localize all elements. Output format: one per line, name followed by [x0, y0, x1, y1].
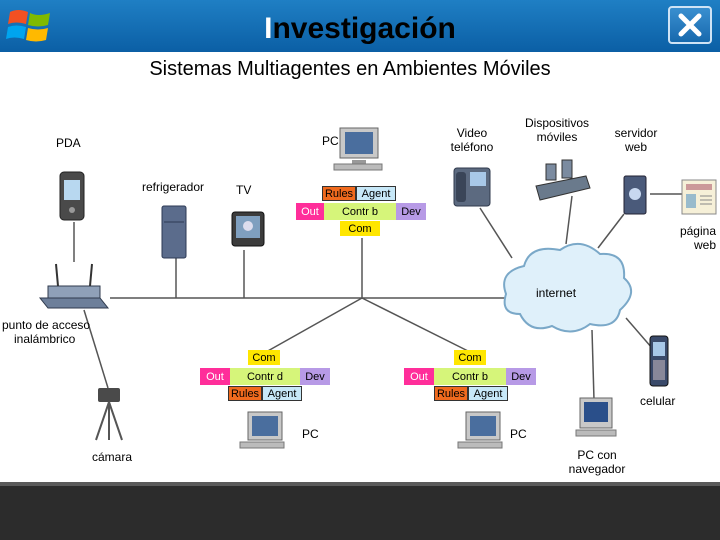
agent-right-out: Out [404, 368, 434, 385]
internet-label: internet [536, 286, 577, 300]
diagram-subtitle: Sistemas Multiagentes en Ambientes Móvil… [149, 58, 551, 80]
agent-left-com: Com [248, 350, 280, 365]
agent-block-top: Rules Agent Out Contr b Dev Com [296, 186, 428, 238]
agent-block-right: Com Out Contr b Dev Rules Agent [404, 350, 538, 404]
pc-left-icon [239, 411, 285, 449]
refrigerator-label: refrigerador [142, 180, 205, 194]
access-point-label-line1: punto de acceso [2, 318, 91, 332]
mobile-devices-label: Dispositivos móviles [516, 116, 598, 144]
web-page-label-line2: web [693, 238, 716, 252]
pc-top-icon [333, 127, 383, 171]
access-point-icon [38, 263, 110, 309]
agent-top-agent: Agent [356, 186, 396, 201]
mobile-link [565, 195, 573, 245]
video-phone-label-line2: teléfono [450, 140, 494, 154]
browser-pc-link [591, 329, 595, 401]
refrigerator-icon [161, 205, 187, 259]
right-agent-link [361, 297, 471, 353]
network-diagram [38, 127, 717, 449]
video-phone-icon [453, 167, 491, 207]
agent-top-com: Com [340, 221, 380, 236]
server-link [597, 213, 625, 249]
agent-left-contr: Contr d [230, 368, 300, 385]
pda-icon [59, 171, 85, 221]
agent-right-contr: Contr b [434, 368, 506, 385]
agent-top-rules: Rules [322, 186, 356, 201]
agent-left-out: Out [200, 368, 230, 385]
agent-left-agent: Agent [262, 386, 302, 401]
agent-right-com: Com [454, 350, 486, 365]
web-server-label-line2: web [624, 140, 647, 154]
pc-browser-icon [575, 397, 617, 437]
web-server-icon [623, 175, 647, 215]
camera-link [83, 309, 109, 389]
web-server-label: servidor web [606, 126, 666, 154]
page-title-initial: I [264, 12, 273, 45]
pc-right-label: PC [510, 427, 527, 441]
video-phone-label: Video teléfono [444, 126, 500, 154]
pc-left-label: PC [302, 427, 319, 441]
title-bar: Investigación [0, 0, 720, 52]
bottom-bar [0, 482, 720, 540]
page-title: Investigación [0, 12, 720, 46]
pc-browser-label-line1: PC con [577, 448, 617, 462]
left-agent-link [265, 297, 363, 353]
pc-browser-label-line2: navegador [568, 462, 626, 476]
close-icon [678, 13, 702, 37]
tv-label: TV [236, 183, 252, 197]
access-point-label: punto de acceso inalámbrico [2, 318, 90, 346]
web-page-label: página web [660, 224, 716, 252]
video-phone-label-line1: Video [456, 126, 488, 140]
agent-top-contr: Contr b [324, 203, 396, 220]
camera-icon [95, 388, 123, 441]
pc-browser-label: PC con navegador [562, 448, 632, 476]
camera-label: cámara [92, 450, 133, 464]
internet-cloud-icon [503, 243, 632, 333]
network-lines [73, 193, 682, 401]
page-title-rest: nvestigación [272, 12, 456, 45]
web-server-label-line1: servidor [614, 126, 658, 140]
tv-icon [231, 211, 265, 247]
windows-logo-icon [6, 10, 50, 42]
close-button[interactable] [668, 6, 712, 44]
access-point-label-line2: inalámbrico [14, 332, 76, 346]
agent-top-dev: Dev [396, 203, 426, 220]
mobile-devices-label-line1: Dispositivos [524, 116, 590, 130]
agent-right-dev: Dev [506, 368, 536, 385]
video-link [479, 207, 513, 259]
pc-right-icon [457, 411, 503, 449]
agent-right-rules: Rules [434, 386, 468, 401]
agent-top-out: Out [296, 203, 324, 220]
pc-top-label: PC [322, 134, 339, 148]
mobile-devices-icon [535, 159, 591, 201]
cellphone-icon [649, 335, 669, 387]
pda-label: PDA [56, 136, 81, 150]
cell-link [625, 317, 653, 349]
agent-right-agent: Agent [468, 386, 508, 401]
agent-block-left: Com Out Contr d Dev Rules Agent [200, 350, 332, 404]
mobile-devices-label-line2: móviles [536, 130, 578, 144]
web-page-icon [681, 179, 717, 215]
agent-left-rules: Rules [228, 386, 262, 401]
web-page-label-line1: página [679, 224, 716, 238]
agent-left-dev: Dev [300, 368, 330, 385]
cellphone-label: celular [640, 394, 676, 408]
